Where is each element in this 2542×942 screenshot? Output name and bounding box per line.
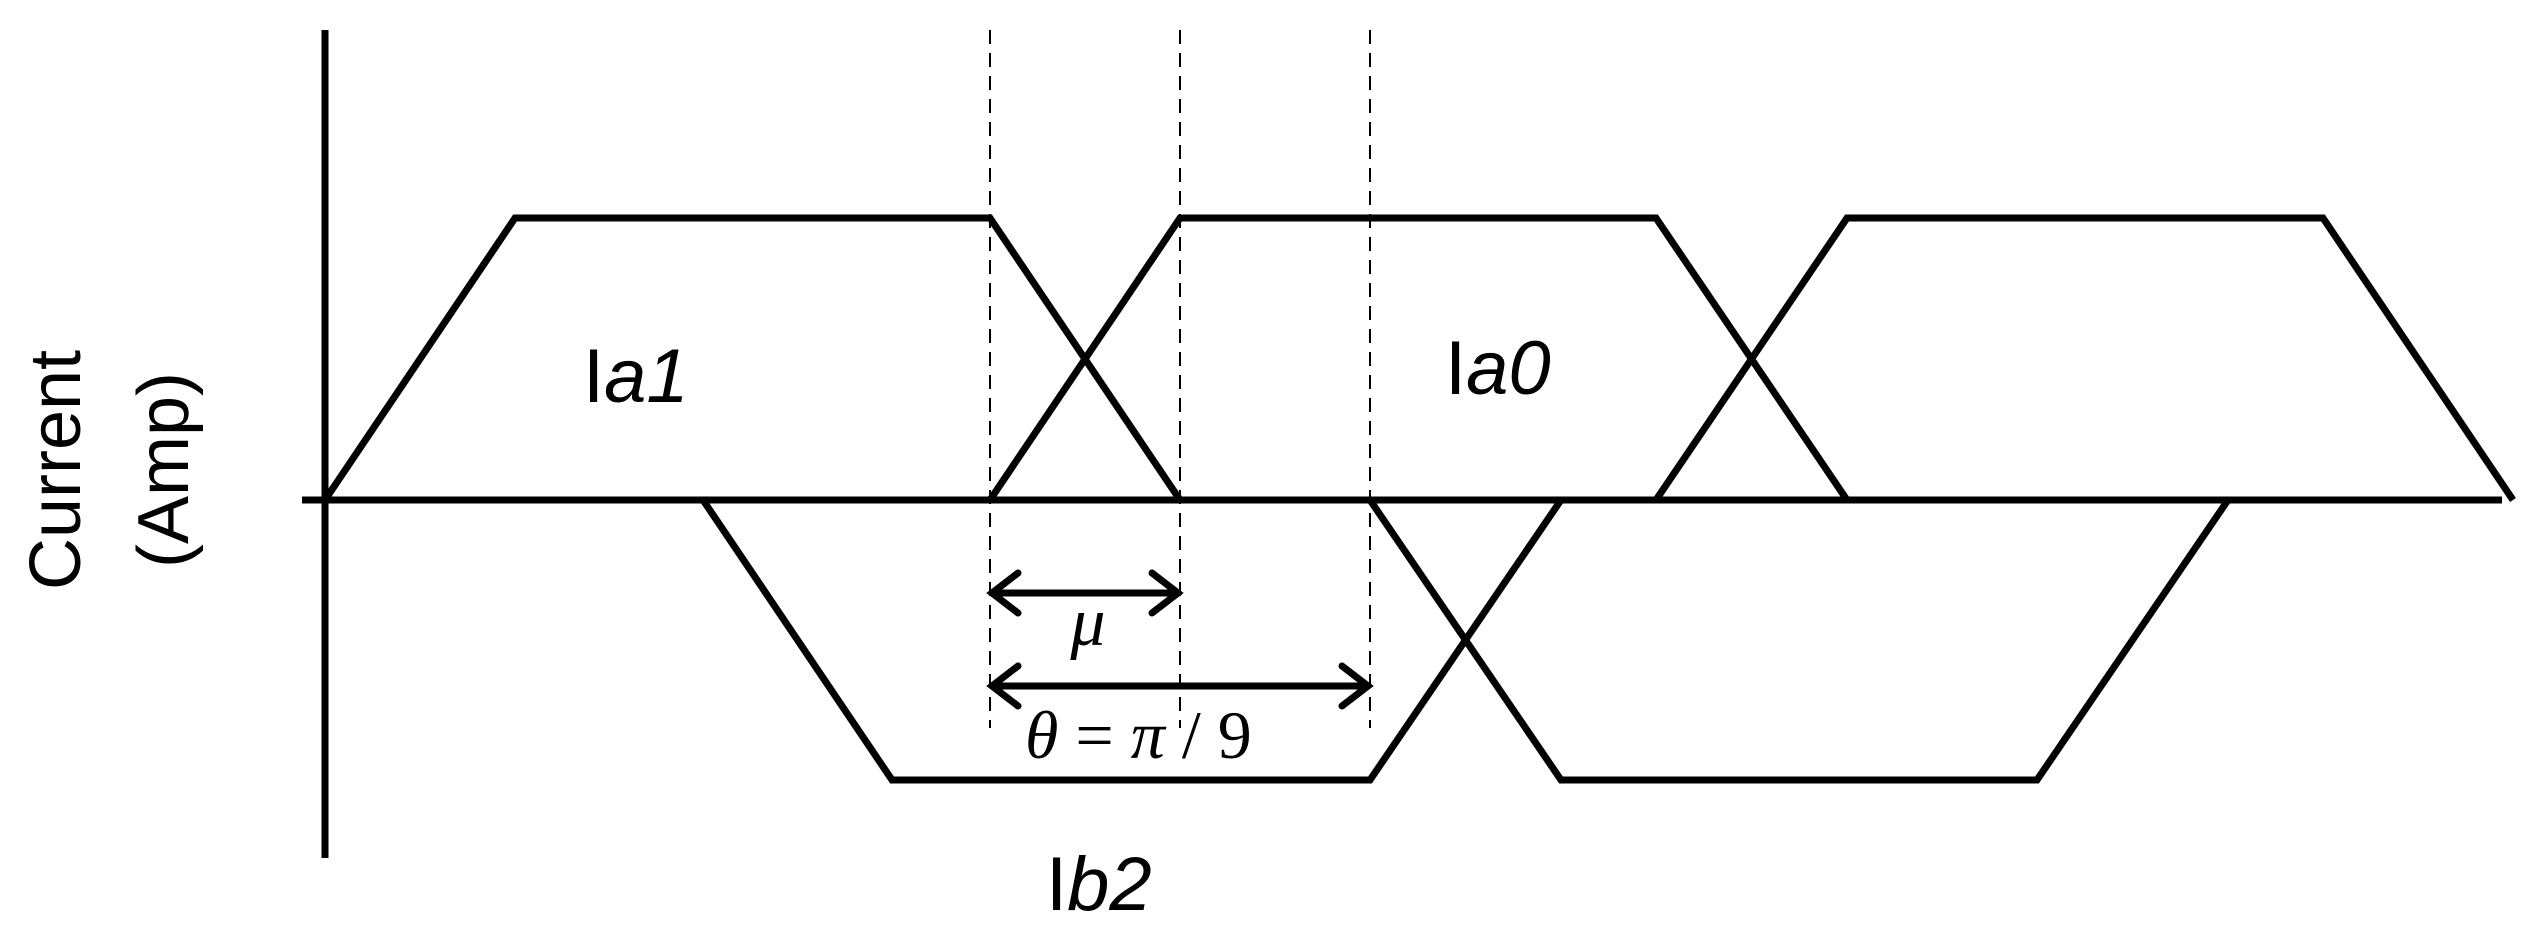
theta-arrow (986, 662, 1374, 710)
svg-text:Current: Current (16, 350, 96, 590)
ia0-label: Ia0 (1445, 326, 1551, 411)
mu-label: μ (1069, 584, 1105, 661)
theta-equation: θ = π / 9 (1025, 697, 1252, 773)
y-axis-label: Current (Amp) (16, 350, 204, 590)
svg-text:(Amp): (Amp) (124, 372, 204, 568)
ia0-waveform (987, 214, 1850, 502)
ia1-waveform (322, 214, 1183, 502)
ia1-label: Ia1 (583, 334, 689, 419)
ib-next-waveform (1367, 498, 2231, 784)
ib2-label: Ib2 (1046, 842, 1152, 927)
ia-next-waveform (1653, 214, 2516, 502)
mu-arrow (986, 569, 1184, 617)
